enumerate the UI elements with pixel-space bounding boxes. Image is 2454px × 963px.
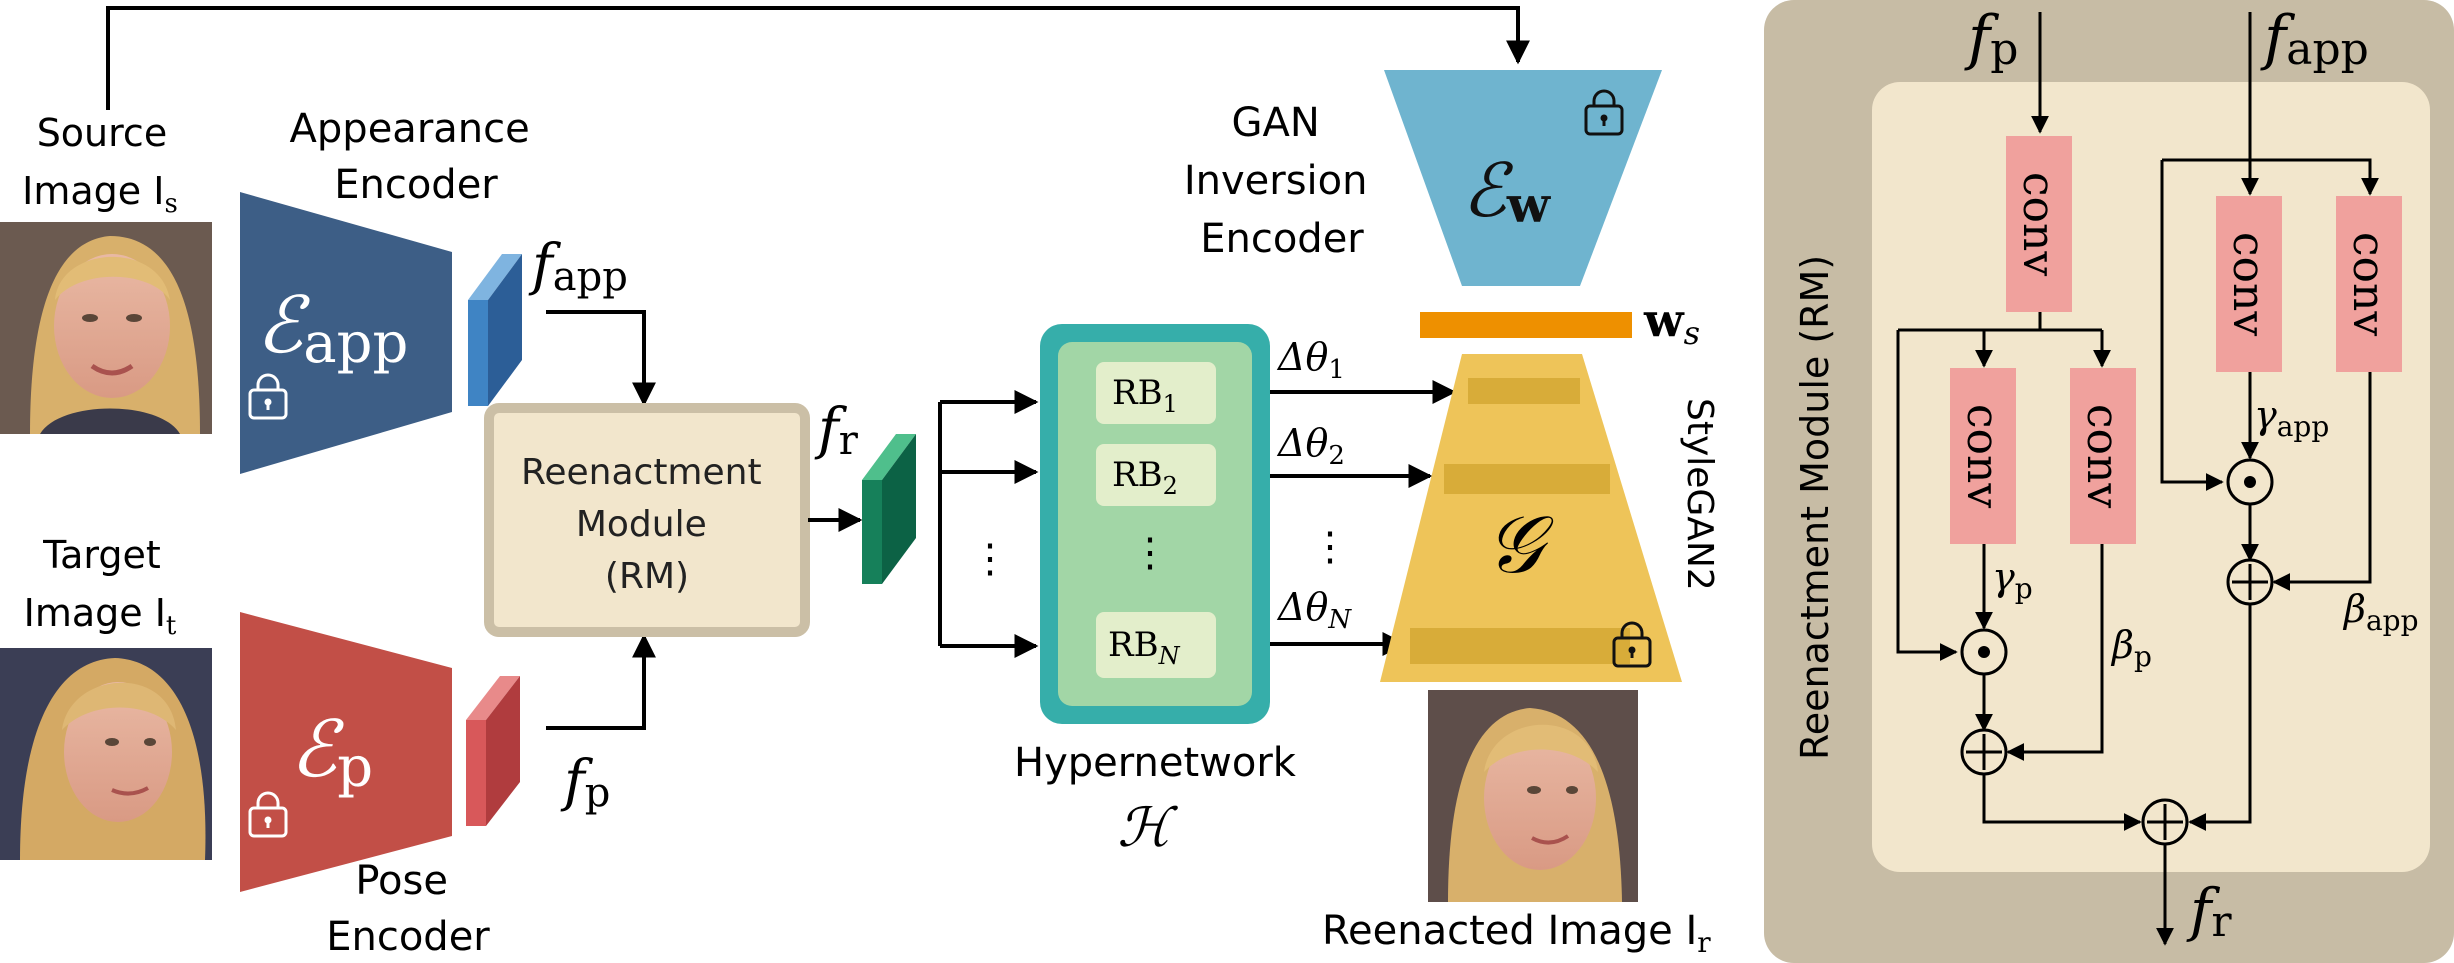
appearance-feature-map <box>468 254 522 406</box>
pose-encoder-label: Pose Encoder <box>326 858 490 960</box>
rm-skip-line <box>1896 330 1958 661</box>
ws-bar <box>1420 312 1632 338</box>
rm-line <box>2272 372 2372 591</box>
source-image-label: Source Image Is <box>22 111 179 219</box>
source-image <box>0 222 212 434</box>
delta-2-label: Δθ2 <box>1276 421 1345 471</box>
multiply-dot <box>1978 646 1990 658</box>
rm-line <box>2006 544 2104 761</box>
stylegan2-generator <box>1380 354 1682 682</box>
ws-label: ws <box>1643 293 1700 352</box>
f-p-arrow <box>546 633 656 730</box>
target-image-label: Target Image It <box>24 533 177 641</box>
hypernetwork-label: Hypernetwork <box>1014 740 1297 786</box>
multiply-dot <box>2244 476 2256 488</box>
rb-block-n <box>1096 612 1216 678</box>
rm-line <box>2188 604 2252 831</box>
rm-skip-line <box>2160 160 2224 491</box>
conv-block-p <box>2006 136 2072 312</box>
rb-1-label: RB1 <box>1112 373 1178 418</box>
gamma-p-label: γp <box>1992 555 2033 605</box>
reenacted-image-label: Reenacted Image Ir <box>1322 908 1711 959</box>
rm-line <box>2162 158 2379 196</box>
generator-bar <box>1468 378 1580 404</box>
reenacted-image <box>1428 690 1638 902</box>
gan-inversion-symbol: ℰw <box>1462 148 1552 234</box>
pose-encoder <box>240 612 452 892</box>
fr-feature-map <box>862 434 916 584</box>
conv-block-beta-app <box>2336 196 2402 372</box>
add-sign <box>2147 804 2183 840</box>
conv-label: conv <box>1957 404 2008 508</box>
reenactment-module <box>484 403 810 637</box>
f-r-label: fr <box>814 397 859 464</box>
pose-encoder-symbol: ℰp <box>290 705 373 800</box>
rb-n-label: RBN <box>1108 625 1181 670</box>
rm-line <box>1982 774 2142 831</box>
conv-label: conv <box>2013 172 2064 276</box>
conv-block-gamma-p <box>1950 368 2016 544</box>
beta-app-label: βapp <box>2342 587 2419 637</box>
target-image <box>0 648 212 860</box>
gamma-app-label: γapp <box>2254 393 2329 443</box>
add-sign <box>1966 734 2002 770</box>
delta-n-label: ΔθN <box>1276 585 1352 635</box>
conv-label: conv <box>2077 404 2128 508</box>
conv-block-gamma-app <box>2216 196 2282 372</box>
fanout-ellipsis: ⋮ <box>970 536 1010 582</box>
appearance-encoder-symbol: ℰapp <box>256 281 408 376</box>
beta-p-label: βp <box>2110 623 2152 673</box>
hypernetwork-symbol: ℋ <box>1117 796 1178 859</box>
appearance-encoder <box>240 192 452 474</box>
f-app-arrow <box>546 310 656 407</box>
pose-feature-map <box>466 676 520 826</box>
rm-panel-title: Reenactment Module (RM) <box>1793 255 1837 760</box>
f-p-label: fp <box>560 749 610 816</box>
appearance-encoder-label: Appearance Encoder <box>290 106 543 208</box>
rb-block-2 <box>1096 444 1216 506</box>
rb-2-label: RB2 <box>1112 455 1178 500</box>
stylegan2-label: StyleGAN2 <box>1679 398 1720 591</box>
delta-ellipsis: ⋮ <box>1310 524 1350 570</box>
generator-bar <box>1410 628 1630 664</box>
add-sign <box>2232 564 2268 600</box>
reenactment-module-label: Reenactment Module (RM) <box>521 452 773 597</box>
conv-block-beta-p <box>2070 368 2136 544</box>
rb-block-1 <box>1096 362 1216 424</box>
source-to-gan-arrow <box>106 6 1530 110</box>
generator-bar <box>1444 464 1610 494</box>
conv-label: conv <box>2223 232 2274 336</box>
f-app-label: fapp <box>528 233 628 300</box>
rm-f-app-label: fapp <box>2260 3 2369 75</box>
conv-label: conv <box>2343 232 2394 336</box>
rb-ellipsis: ⋮ <box>1130 530 1170 576</box>
gan-inversion-encoder <box>1384 70 1662 286</box>
delta-1-label: Δθ1 <box>1276 335 1345 385</box>
gan-inversion-label: GAN Inversion Encoder <box>1184 100 1380 262</box>
